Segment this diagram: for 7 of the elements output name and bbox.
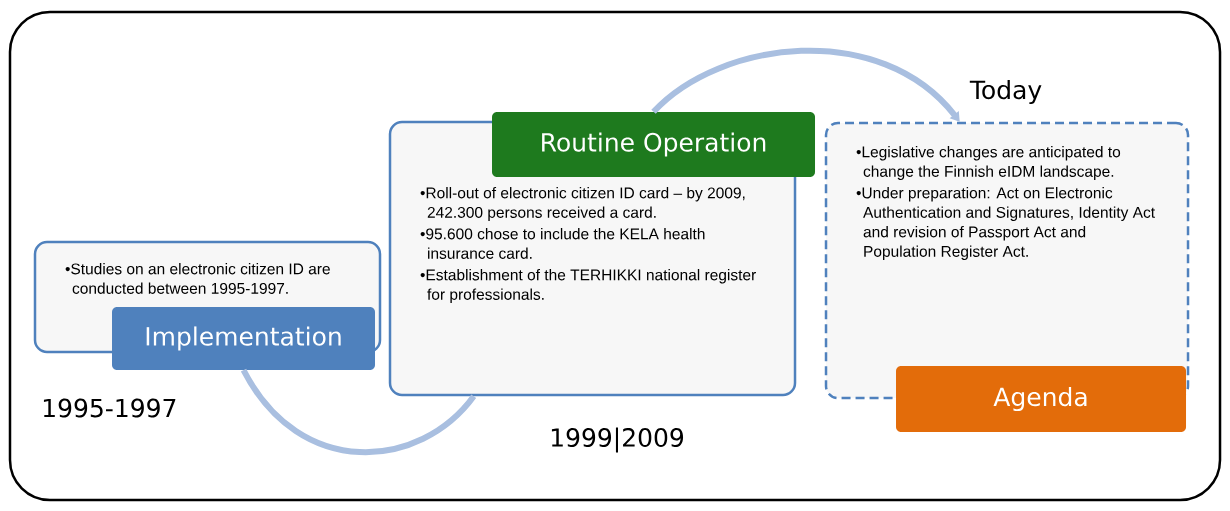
curved-arrow [651,47,960,122]
date-label: 1999|2009 [551,427,684,453]
stage-tab: Routine Operation [492,112,815,177]
date-label: 1995-1997 [43,398,176,418]
date-label: Today [969,79,1042,105]
stage-tab: Implementation [112,307,375,370]
stage-tab: Agenda [896,366,1186,432]
